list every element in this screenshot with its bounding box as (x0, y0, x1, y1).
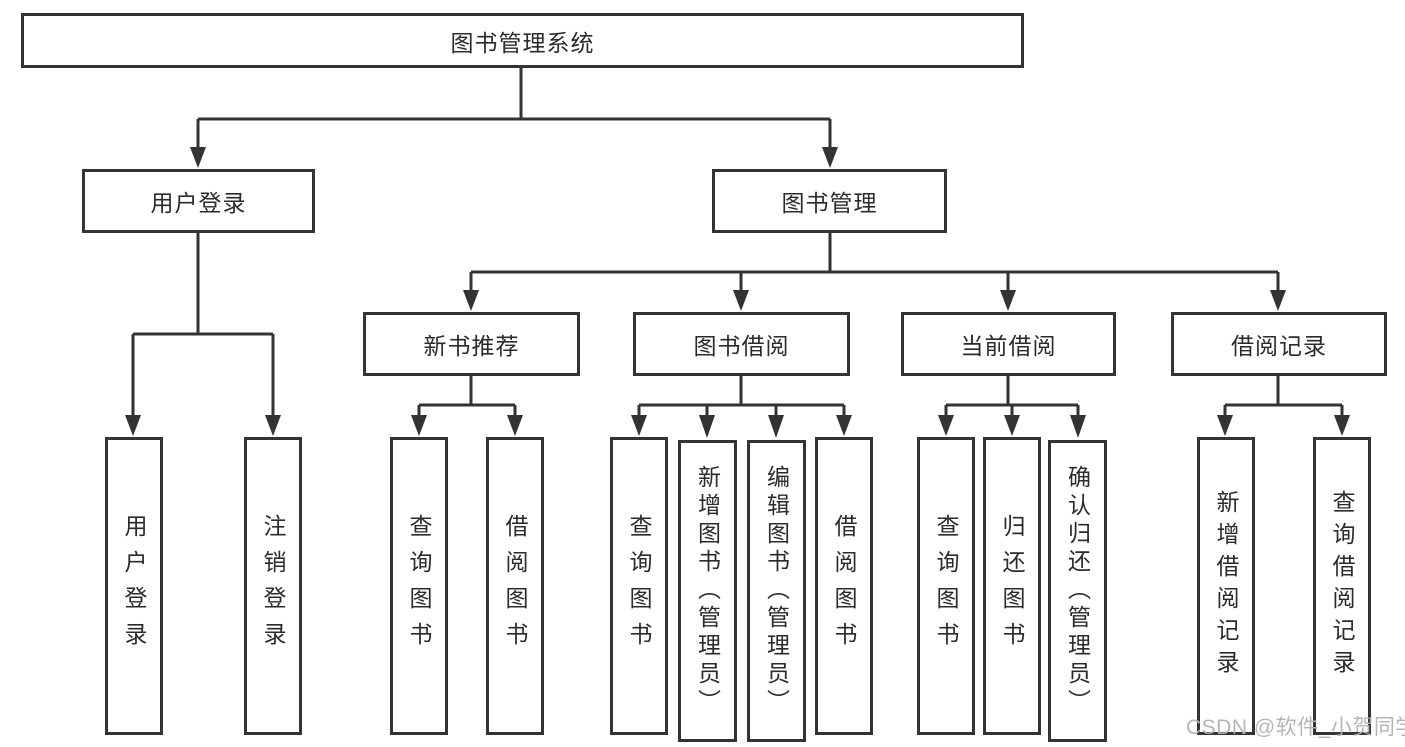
leaf-records-query-label: 查询借阅记录 (1329, 490, 1355, 682)
leaf-records-add-label: 新增借阅记录 (1213, 490, 1239, 682)
leaf-records-query: 查询借阅记录 (1313, 437, 1371, 735)
node-root-label: 图书管理系统 (450, 29, 595, 56)
leaf-borrow-query: 查询图书 (610, 437, 668, 735)
node-book-mgmt-label: 图书管理 (781, 190, 878, 216)
node-current-borrow-label: 当前借阅 (960, 333, 1057, 359)
node-book-mgmt: 图书管理 (712, 169, 947, 233)
leaf-borrow-add-book-label: 新增图书（管理员） (694, 465, 721, 717)
node-user-login-label: 用户登录 (150, 190, 247, 216)
leaf-new-books-borrow-label: 借阅图书 (502, 514, 528, 658)
node-current-borrow: 当前借阅 (901, 312, 1116, 376)
connector-current-borrow-to-leaves (938, 376, 1086, 438)
leaf-current-query: 查询图书 (917, 437, 975, 735)
node-book-borrow: 图书借阅 (633, 312, 850, 376)
csdn-watermark: CSDN @软件_小贺同学 (1186, 716, 1405, 739)
leaf-borrow-add-book: 新增图书（管理员） (678, 440, 737, 742)
leaf-borrow-book-label: 借阅图书 (831, 514, 857, 658)
leaf-logout: 注销登录 (244, 437, 302, 735)
leaf-records-add: 新增借阅记录 (1197, 437, 1255, 735)
connector-new-books-to-leaves (411, 376, 523, 436)
connector-root-to-level2 (190, 68, 838, 168)
leaf-new-books-borrow: 借阅图书 (486, 437, 544, 735)
leaf-user-login: 用户登录 (105, 437, 163, 735)
leaf-borrow-edit-book: 编辑图书（管理员） (747, 440, 806, 742)
leaf-current-query-label: 查询图书 (933, 514, 959, 658)
leaf-current-confirm-return: 确认归还（管理员） (1048, 440, 1107, 742)
connector-user-login-to-leaves (125, 233, 281, 436)
node-borrow-records-label: 借阅记录 (1231, 333, 1327, 359)
node-borrow-records: 借阅记录 (1171, 312, 1387, 376)
leaf-new-books-query-label: 查询图书 (406, 514, 432, 658)
leaf-current-return-label: 归还图书 (999, 514, 1025, 658)
node-user-login: 用户登录 (82, 169, 315, 233)
node-new-books-label: 新书推荐 (423, 333, 520, 359)
leaf-new-books-query: 查询图书 (390, 437, 448, 735)
leaf-current-confirm-return-label: 确认归还（管理员） (1064, 465, 1091, 717)
node-new-books: 新书推荐 (363, 312, 580, 376)
connector-borrow-records-to-leaves (1217, 376, 1350, 436)
leaf-borrow-query-label: 查询图书 (626, 514, 652, 658)
connector-book-mgmt-to-level3 (463, 233, 1286, 311)
leaf-user-login-label: 用户登录 (121, 514, 147, 658)
connector-book-borrow-to-leaves (631, 376, 852, 438)
leaf-borrow-book: 借阅图书 (815, 437, 873, 735)
node-root: 图书管理系统 (21, 13, 1024, 68)
leaf-current-return: 归还图书 (983, 437, 1041, 735)
leaf-logout-label: 注销登录 (260, 514, 286, 658)
leaf-borrow-edit-book-label: 编辑图书（管理员） (763, 465, 790, 717)
node-book-borrow-label: 图书借阅 (693, 333, 790, 359)
